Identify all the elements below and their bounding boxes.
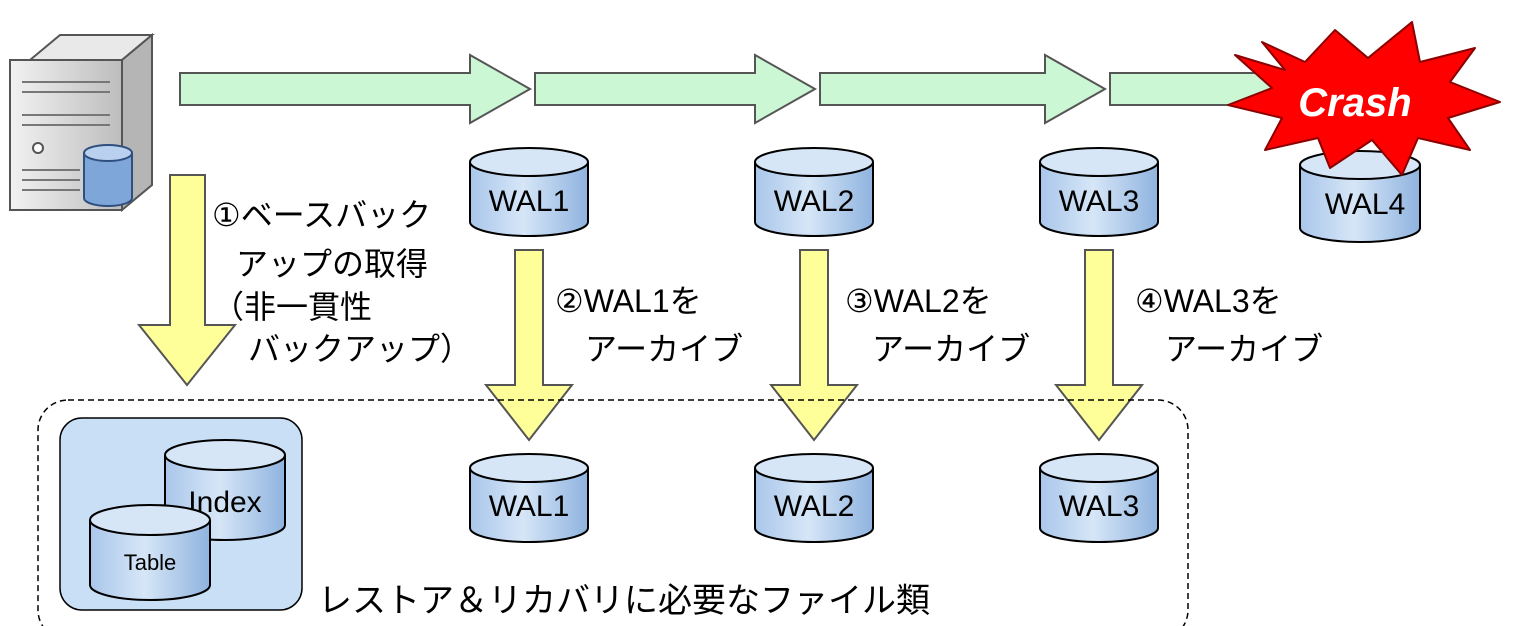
timeline-arrow-2	[534, 53, 818, 125]
step-1-line-1: ①ベースバック	[212, 197, 431, 233]
step-2-line-2: アーカイブ	[585, 331, 743, 367]
wal-online-1-label: WAL1	[489, 185, 570, 218]
crash-label: Crash	[1298, 81, 1411, 125]
wal-online-4-label: WAL4	[1325, 188, 1406, 221]
table-cylinder: Table	[89, 504, 211, 601]
wal-online-3-label: WAL3	[1059, 185, 1140, 218]
timeline-arrow-3	[819, 53, 1108, 125]
wal-archived-2-label: WAL2	[774, 490, 855, 523]
step-3-line-2: アーカイブ	[872, 331, 1030, 367]
step-1-line-3: （非一貫性	[212, 289, 372, 325]
wal-archived-3: WAL3	[1039, 453, 1159, 543]
wal-online-2-label: WAL2	[774, 185, 855, 218]
table-label: Table	[124, 550, 177, 575]
step-3-line-1: ③WAL2を	[845, 283, 992, 319]
wal-archived-2: WAL2	[754, 453, 874, 543]
wal-archived-3-label: WAL3	[1059, 490, 1140, 523]
timeline-arrow-1	[179, 53, 533, 125]
step-4-line-2: アーカイブ	[1165, 331, 1323, 367]
index-cylinder: Index	[164, 439, 286, 541]
step-1-label: ①ベースバック アップの取得 （非一貫性 バックアップ）	[212, 197, 472, 367]
step-1-line-4: バックアップ）	[248, 331, 472, 367]
step-4-line-1: ④WAL3を	[1135, 283, 1282, 319]
step-3-label: ③WAL2を アーカイブ	[845, 283, 1030, 367]
step-1-line-2: アップの取得	[236, 246, 428, 282]
wal-online-3: WAL3	[1039, 147, 1159, 237]
wal-online-2: WAL2	[754, 147, 874, 237]
down-arrow-archive-wal3	[1053, 249, 1145, 442]
crash-burst: Crash	[1227, 21, 1501, 176]
region-caption: レストア＆リカバリに必要なファイル類	[318, 582, 930, 620]
down-arrow-archive-wal2	[768, 249, 860, 442]
step-2-label: ②WAL1を アーカイブ	[555, 283, 743, 367]
restore-files-region	[37, 399, 1189, 626]
down-arrow-archive-wal1	[483, 249, 575, 442]
step-4-label: ④WAL3を アーカイブ	[1135, 283, 1323, 367]
database-icon	[83, 144, 133, 207]
wal-archived-1: WAL1	[469, 453, 589, 543]
wal-archived-1-label: WAL1	[489, 490, 570, 523]
down-arrow-base-backup	[136, 174, 238, 387]
step-2-line-1: ②WAL1を	[555, 283, 702, 319]
wal-online-1: WAL1	[469, 147, 589, 237]
